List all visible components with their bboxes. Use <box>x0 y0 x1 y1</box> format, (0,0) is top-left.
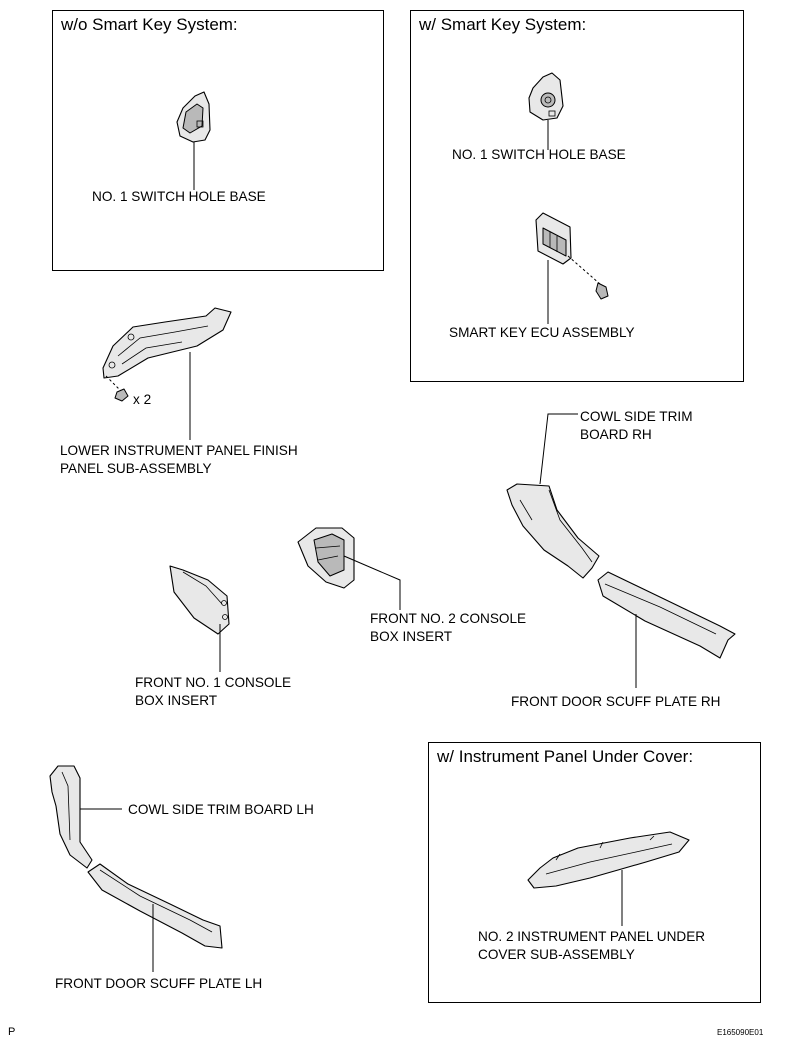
box-title: w/o Smart Key System: <box>61 15 238 34</box>
label-cowl-side-trim-rh: COWL SIDE TRIM BOARD RH <box>580 409 693 442</box>
box-title: w/ Instrument Panel Under Cover: <box>437 747 694 766</box>
label-switch-hole-base-left: NO. 1 SWITCH HOLE BASE <box>92 189 266 204</box>
label-switch-hole-base-right: NO. 1 SWITCH HOLE BASE <box>452 147 626 162</box>
label-scuff-plate-lh: FRONT DOOR SCUFF PLATE LH <box>55 976 263 991</box>
box-with-under-cover: w/ Instrument Panel Under Cover: <box>428 742 761 1003</box>
scuff-plate-rh-part <box>597 571 736 688</box>
box-without-smart-key: w/o Smart Key System: <box>52 10 384 271</box>
label-front-no1-console: FRONT NO. 1 CONSOLE BOX INSERT <box>135 675 292 708</box>
under-cover-part <box>527 831 690 926</box>
smart-key-ecu-part <box>535 212 609 324</box>
scuff-plate-lh-part <box>87 863 223 972</box>
corner-mark-left: P <box>8 1026 16 1038</box>
cowl-side-trim-lh-part <box>49 765 122 869</box>
label-front-no2-console: FRONT NO. 2 CONSOLE BOX INSERT <box>370 611 527 644</box>
box-title: w/ Smart Key System: <box>419 15 587 34</box>
lower-finish-panel-part <box>102 307 232 440</box>
switch-hole-base-right-part <box>528 72 564 150</box>
label-scuff-plate-rh: FRONT DOOR SCUFF PLATE RH <box>511 694 721 709</box>
front-no2-console-part <box>297 527 401 610</box>
switch-hole-base-left-part <box>176 91 211 190</box>
label-cowl-side-trim-lh: COWL SIDE TRIM BOARD LH <box>128 802 314 817</box>
label-lower-finish-panel: LOWER INSTRUMENT PANEL FINISH PANEL SUB-… <box>60 443 298 476</box>
box-with-smart-key: w/ Smart Key System: <box>410 10 744 382</box>
front-no1-console-part <box>169 565 230 672</box>
label-bolt-quantity: x 2 <box>133 392 152 407</box>
figure-id: E165090E01 <box>717 1028 764 1037</box>
label-smart-key-ecu: SMART KEY ECU ASSEMBLY <box>449 325 635 340</box>
cowl-side-trim-rh-part <box>506 413 600 579</box>
label-no2-under-cover: NO. 2 INSTRUMENT PANEL UNDER COVER SUB-A… <box>478 929 706 962</box>
